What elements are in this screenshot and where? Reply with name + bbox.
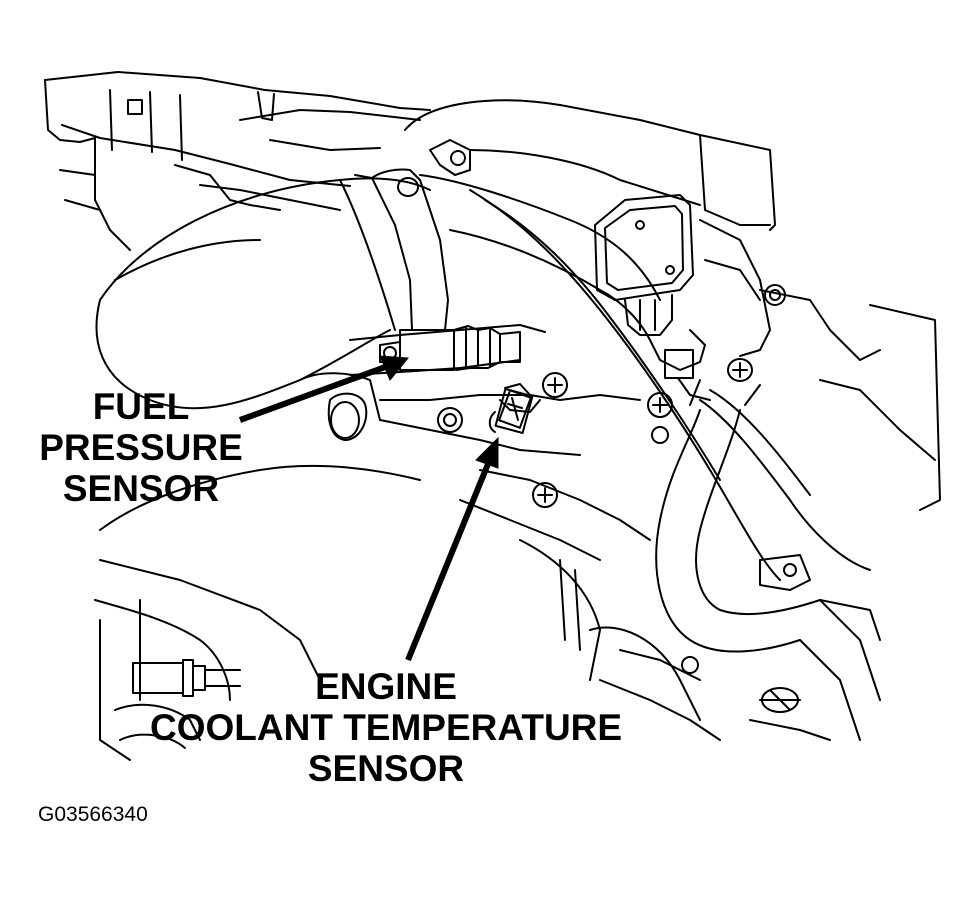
air-box-duct (404, 99, 776, 341)
radiator-shroud (94, 464, 421, 761)
intake-duct (95, 168, 449, 410)
wiring-harness (469, 189, 871, 581)
fuel-pressure-sensor-label: FUEL PRESSURE SENSOR (36, 388, 246, 511)
ect-sensor-label-line-1: ENGINE (315, 666, 457, 707)
callout-arrows (238, 355, 499, 662)
engine-coolant-temperature-sensor-label: ENGINE COOLANT TEMPERATURE SENSOR (150, 668, 622, 791)
fuel-pressure-sensor-label-line-2: PRESSURE (39, 427, 243, 468)
throttle-body (699, 219, 941, 511)
fuel-pressure-sensor-label-line-3: SENSOR (62, 468, 220, 509)
lower-right-components (519, 539, 881, 741)
upper-frame-structure (44, 71, 431, 251)
fuel-pressure-sensor-label-line-1: FUEL (92, 386, 190, 427)
coolant-temperature-sensor-connector (488, 389, 532, 433)
ect-sensor-label-line-3: SENSOR (307, 748, 465, 789)
figure-id: G03566340 (38, 803, 148, 826)
coolant-temperature-sensor-arrow (405, 436, 499, 662)
mass-air-flow-sensor (594, 194, 711, 401)
coolant-hose-right (655, 379, 881, 741)
fuel-pressure-sensor-arrow (238, 355, 409, 423)
lower-engine-block (299, 372, 673, 561)
ect-sensor-label-line-2: COOLANT TEMPERATURE (150, 707, 623, 748)
